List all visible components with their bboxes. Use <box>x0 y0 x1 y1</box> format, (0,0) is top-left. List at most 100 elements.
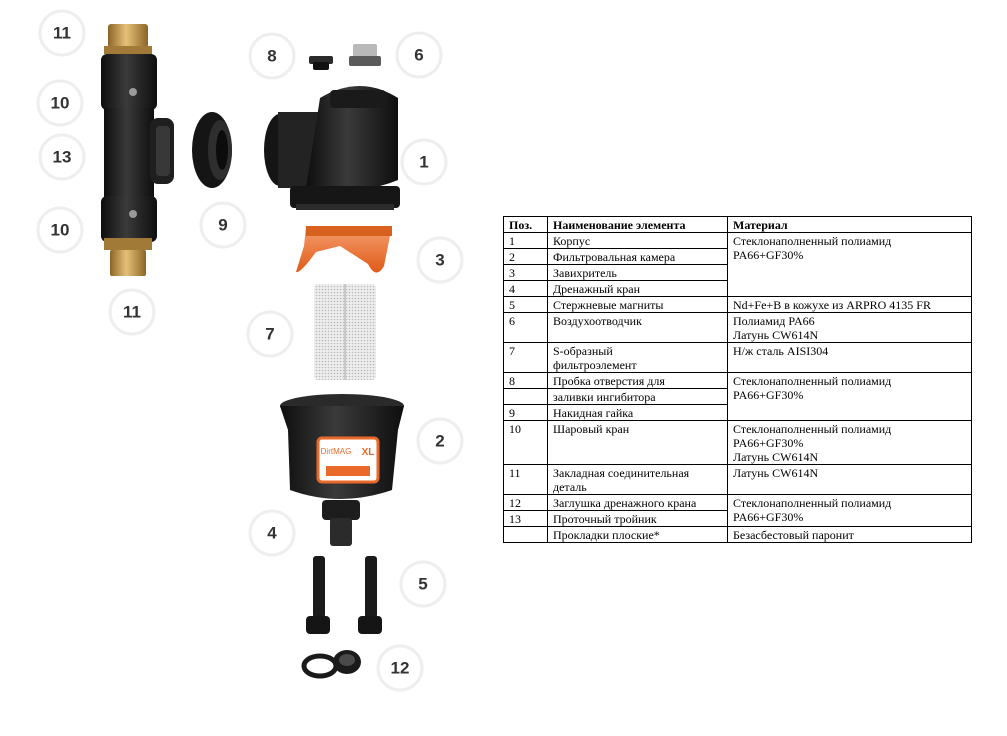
cell-pos: 4 <box>504 281 548 297</box>
name-line: S-образный <box>553 344 722 358</box>
table-header-row: Поз. Наименование элемента Материал <box>504 217 972 233</box>
callout-number: 6 <box>414 46 423 65</box>
cell-material: Безасбестовый паронит <box>728 527 972 543</box>
cell-pos: 8 <box>504 373 548 389</box>
cell-name: Заглушка дренажного крана <box>548 495 728 511</box>
material-line: PA66+GF30% <box>733 436 966 450</box>
brass-fitting-bottom <box>110 250 146 276</box>
header-material: Материал <box>728 217 972 233</box>
name-line: фильтроэлемент <box>553 358 722 372</box>
cell-name: Прокладки плоские* <box>548 527 728 543</box>
callout-10: 10 <box>38 81 82 125</box>
drain-cap <box>304 650 361 676</box>
table-row: Прокладки плоские* Безасбестовый паронит <box>504 527 972 543</box>
material-line: Nd+Fe+B в кожухе из ARPRO 4135 FR <box>733 298 966 312</box>
callout-number: 9 <box>218 216 227 235</box>
callout-number: 11 <box>53 24 71 43</box>
callout-5: 5 <box>401 562 445 606</box>
header-name: Наименование элемента <box>548 217 728 233</box>
material-line: PA66+GF30% <box>733 388 966 402</box>
callout-number: 5 <box>418 575 427 594</box>
cell-name: Накидная гайка <box>548 405 728 421</box>
callout-number: 10 <box>51 221 70 240</box>
material-line: Латунь CW614N <box>733 450 966 464</box>
callout-number: 12 <box>391 659 410 678</box>
cell-name: Закладная соединительнаядеталь <box>548 465 728 495</box>
filter-element <box>314 284 376 380</box>
callout-number: 4 <box>267 524 277 543</box>
cell-material: Стеклонаполненный полиамидPA66+GF30%Лату… <box>728 421 972 465</box>
callout-12: 12 <box>378 646 422 690</box>
cell-pos: 5 <box>504 297 548 313</box>
cell-name: Корпус <box>548 233 728 249</box>
callout-9: 9 <box>201 203 245 247</box>
callout-11: 11 <box>110 290 154 334</box>
callout-number: 13 <box>53 148 72 167</box>
callout-1: 1 <box>402 140 446 184</box>
callout-number: 3 <box>435 251 444 270</box>
union-nut <box>192 112 232 188</box>
ball-valve-bottom <box>101 196 157 242</box>
name-line: Воздухоотводчик <box>553 314 722 328</box>
table-row: 11Закладная соединительнаядеталь Латунь C… <box>504 465 972 495</box>
callout-number: 1 <box>419 153 428 172</box>
material-line: Стеклонаполненный полиамид <box>733 422 966 436</box>
cell-name: Проточный тройник <box>548 511 728 527</box>
filter-chamber: DirtMAG XL <box>280 394 404 499</box>
chamber-brand-label: DirtMAG <box>321 447 352 456</box>
material-line: Стеклонаполненный полиамид <box>733 374 966 388</box>
name-line: Накидная гайка <box>553 406 722 420</box>
header-pos: Поз. <box>504 217 548 233</box>
name-line: Заглушка дренажного крана <box>553 496 722 510</box>
name-line: Стержневые магниты <box>553 298 722 312</box>
cell-pos: 11 <box>504 465 548 495</box>
name-line: деталь <box>553 480 722 494</box>
material-line: Стеклонаполненный полиамид <box>733 496 966 510</box>
cell-name: Пробка отверстия для <box>548 373 728 389</box>
cell-pos: 12 <box>504 495 548 511</box>
callout-10: 10 <box>38 208 82 252</box>
callout-11: 11 <box>40 11 84 55</box>
chamber-model-label: XL <box>362 447 375 458</box>
callout-6: 6 <box>397 33 441 77</box>
material-line: Латунь CW614N <box>733 466 966 480</box>
ball-valve-top <box>101 54 157 110</box>
cell-pos <box>504 527 548 543</box>
callout-number: 7 <box>265 325 274 344</box>
material-line: PA66+GF30% <box>733 510 966 524</box>
cell-name: Стержневые магниты <box>548 297 728 313</box>
material-line: Латунь CW614N <box>733 328 966 342</box>
rod-magnets <box>306 556 382 634</box>
cell-pos: 2 <box>504 249 548 265</box>
material-line: Безасбестовый паронит <box>733 528 966 542</box>
drain-valve <box>322 500 360 546</box>
cell-name: Дренажный кран <box>548 281 728 297</box>
name-line: Прокладки плоские* <box>553 528 722 542</box>
callout-13: 13 <box>40 135 84 179</box>
name-line: Завихритель <box>553 266 722 280</box>
callout-number: 2 <box>435 432 444 451</box>
cell-pos: 1 <box>504 233 548 249</box>
brass-fitting-top <box>108 24 148 48</box>
callout-3: 3 <box>418 238 462 282</box>
housing <box>264 86 400 210</box>
table-row: 12 Заглушка дренажного крана Стеклонаполне… <box>504 495 972 511</box>
cell-pos: 7 <box>504 343 548 373</box>
callout-number: 10 <box>51 94 70 113</box>
name-line: заливки ингибитора <box>553 390 722 404</box>
swirler <box>296 226 392 273</box>
cell-pos: 3 <box>504 265 548 281</box>
cell-pos <box>504 389 548 405</box>
callout-7: 7 <box>248 312 292 356</box>
material-line: PA66+GF30% <box>733 248 966 262</box>
material-line: Н/ж сталь AISI304 <box>733 344 966 358</box>
